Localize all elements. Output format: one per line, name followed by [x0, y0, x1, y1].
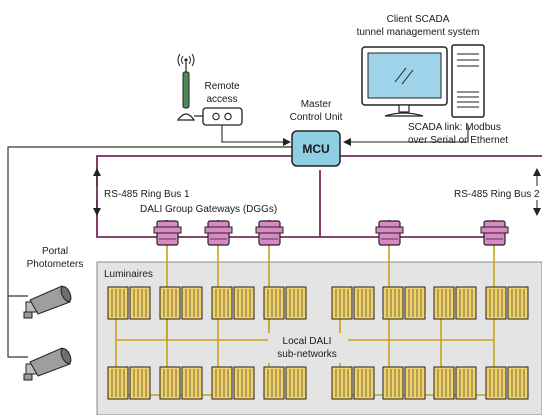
- luminaire-icon: [433, 366, 477, 400]
- remote-access-label-line1: Remote: [204, 81, 239, 92]
- luminaire-icon: [159, 366, 203, 400]
- client-label-line1: Client SCADA: [387, 14, 450, 25]
- luminaire-icon: [331, 286, 375, 320]
- luminaire-icon: [331, 366, 375, 400]
- rs485-ring-bus-2: [319, 155, 542, 237]
- remote-access-label-line2: access: [206, 94, 237, 105]
- local-dali-label-line2: sub-networks: [277, 349, 336, 360]
- portal-label-line2: Photometers: [27, 259, 84, 270]
- remote-access-line: [221, 125, 291, 146]
- outer-ring-wire: [7, 146, 300, 358]
- luminaire-icon: [263, 286, 307, 320]
- gateway-icon: [204, 220, 233, 246]
- portal-label-line1: Portal: [42, 246, 68, 257]
- master-label-line2: Control Unit: [290, 112, 343, 123]
- local-dali-label-bg: [268, 333, 348, 363]
- client-label-line2: tunnel management system: [357, 27, 480, 38]
- luminaire-icon: [433, 286, 477, 320]
- scada-link-label-line1: SCADA link: Modbus: [408, 122, 501, 133]
- computer-tower-icon: [451, 44, 485, 118]
- scada-link-line: [343, 125, 469, 146]
- luminaire-icon: [485, 366, 529, 400]
- luminaire-icon: [382, 366, 426, 400]
- luminaire-icon: [382, 286, 426, 320]
- luminaire-icon: [107, 286, 151, 320]
- luminaire-icon: [485, 286, 529, 320]
- luminaire-icon: [211, 366, 255, 400]
- rs485-ring-bus-1: [96, 155, 505, 238]
- luminaire-icon: [107, 366, 151, 400]
- mcu-box: [291, 130, 341, 167]
- mcu-label: MCU: [302, 142, 329, 156]
- gateway-icon: [153, 220, 182, 246]
- gateway-icon: [375, 220, 404, 246]
- luminaire-icon: [159, 286, 203, 320]
- bus2-label: RS-485 Ring Bus 2: [454, 189, 540, 200]
- luminaire-icon: [211, 286, 255, 320]
- monitor-icon: [361, 46, 448, 117]
- master-label-line1: Master: [301, 99, 332, 110]
- luminaire-icon: [263, 366, 307, 400]
- modem-icon: [202, 107, 243, 126]
- bus1-label: RS-485 Ring Bus 1: [104, 189, 190, 200]
- dgg-label: DALI Group Gateways (DGGs): [140, 204, 277, 215]
- photometer-camera-icon: [23, 285, 72, 319]
- luminaires-label: Luminaires: [104, 269, 153, 280]
- gateway-icon: [255, 220, 284, 246]
- scada-link-label-line2: over Serial or Ethernet: [408, 135, 508, 146]
- local-dali-label-line1: Local DALI: [283, 336, 332, 347]
- gateway-icon: [480, 220, 509, 246]
- antenna-icon: [176, 53, 204, 121]
- photometer-camera-icon: [23, 347, 72, 381]
